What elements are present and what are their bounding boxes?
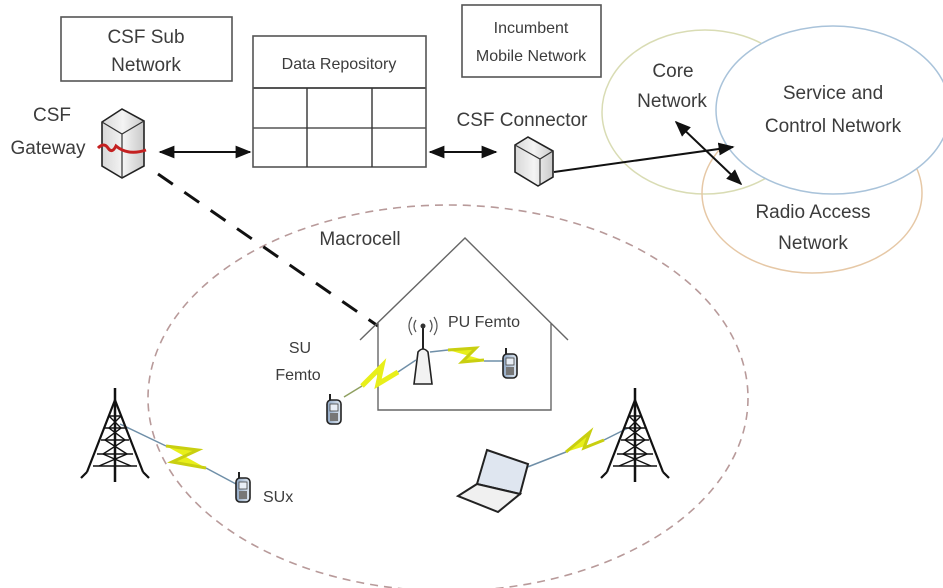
core-network-label-line1: Core xyxy=(652,61,693,82)
lightning-link-icon xyxy=(343,358,417,398)
cell-tower-icon xyxy=(599,386,671,484)
pu-femto-label: PU Femto xyxy=(448,314,520,331)
incumbent-label-line1: Incumbent xyxy=(494,20,569,37)
data-repository-label: Data Repository xyxy=(282,56,397,73)
incumbent-mobile-network-box: Incumbent Mobile Network xyxy=(461,4,602,78)
su-femto-phone-icon xyxy=(326,393,342,425)
incumbent-label-line2: Mobile Network xyxy=(476,48,587,65)
cell-tower-icon xyxy=(79,386,151,484)
core-ran-link xyxy=(674,120,743,186)
lightning-link-icon xyxy=(524,427,629,469)
csf-gateway-label-line1: CSF xyxy=(33,105,71,126)
ran-label-line1: Radio Access xyxy=(755,202,870,223)
ran-label-line2: Network xyxy=(778,233,848,254)
service-control-network-ellipse xyxy=(715,25,943,195)
core-network-label-line2: Network xyxy=(637,91,707,112)
lightning-link-icon xyxy=(429,346,503,364)
csf-gateway-label-line2: Gateway xyxy=(11,138,86,159)
connector-box-icon xyxy=(514,136,554,187)
femto-access-point-icon xyxy=(408,316,438,385)
service-control-label-line2: Control Network xyxy=(765,116,902,137)
laptop-icon xyxy=(455,448,530,514)
macrocell-boundary xyxy=(147,204,749,588)
csf-connector-label: CSF Connector xyxy=(457,110,589,131)
service-control-label-line1: Service and xyxy=(783,83,883,104)
csf-sub-network-label-line2: Network xyxy=(111,55,181,76)
data-repository: Data Repository xyxy=(252,35,427,168)
pu-femto-phone-icon xyxy=(502,347,518,379)
lightning-link-icon xyxy=(119,423,237,485)
sux-phone-icon xyxy=(235,471,251,503)
csf-sub-network-label-line1: CSF Sub xyxy=(107,27,184,48)
macrocell-label: Macrocell xyxy=(319,229,400,250)
gateway-femto-dashed-link xyxy=(157,172,379,328)
su-femto-label-line1: SU xyxy=(289,340,311,357)
su-femto-label-line2: Femto xyxy=(275,367,320,384)
server-icon xyxy=(96,108,147,179)
sux-label: SUx xyxy=(263,489,293,506)
csf-sub-network-box: CSF Sub Network xyxy=(60,16,233,82)
